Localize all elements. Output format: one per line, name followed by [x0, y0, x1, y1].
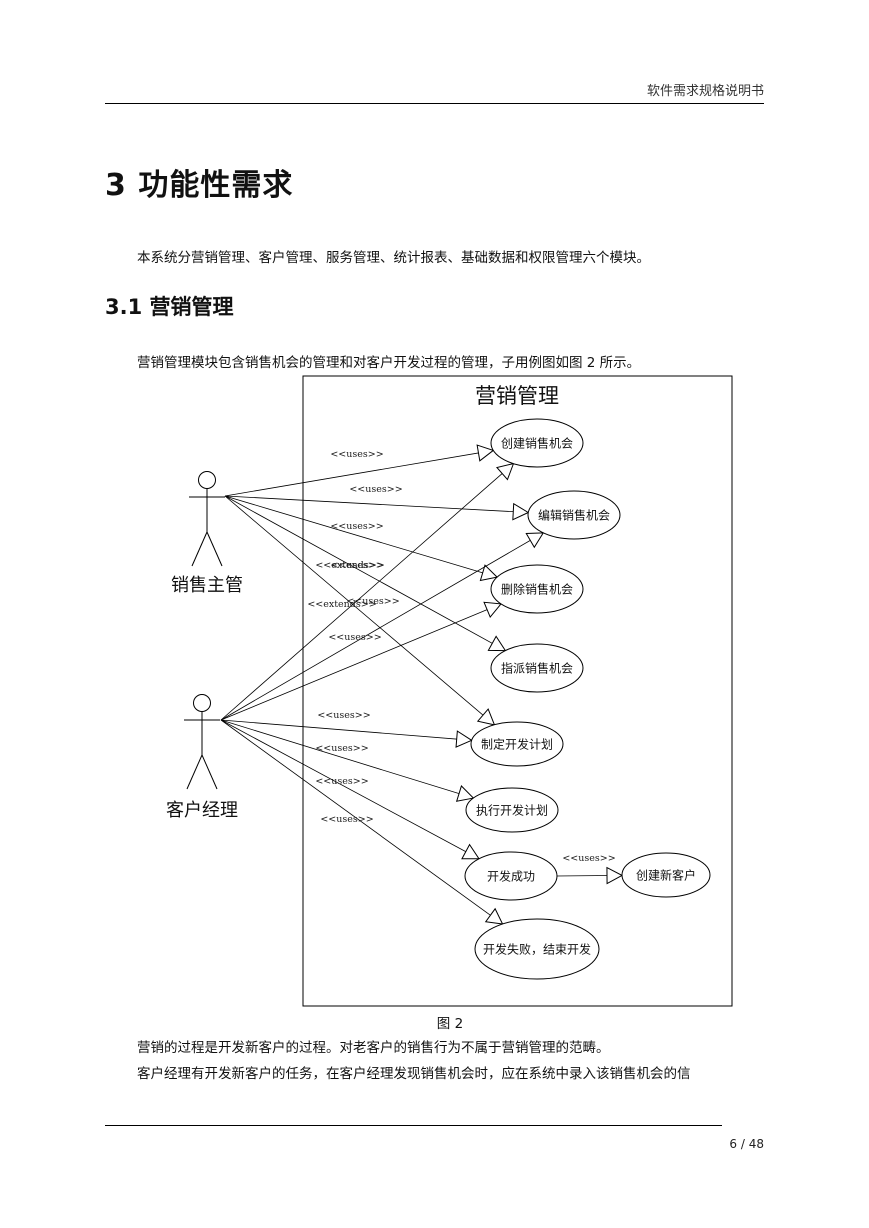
- use-case-label: 创建销售机会: [501, 436, 573, 451]
- use-case-uc2: 编辑销售机会: [527, 490, 621, 540]
- actor-sales_supervisor: 销售主管: [171, 471, 243, 596]
- relation-label-10: <<uses>>: [315, 776, 368, 787]
- use-case-ellipse: [527, 490, 621, 540]
- use-case-label: 删除销售机会: [501, 582, 573, 597]
- use-case-uc3: 删除销售机会: [490, 564, 584, 614]
- relation-arrowhead-11: [484, 907, 504, 925]
- use-case-ellipse: [490, 564, 584, 614]
- footer-divider: [105, 1125, 722, 1126]
- relation-arrowhead-9: [455, 785, 475, 802]
- intro-paragraph: 本系统分营销管理、客户管理、服务管理、统计报表、基础数据和权限管理六个模块。: [137, 250, 650, 266]
- use-case-uc4: 指派销售机会: [490, 643, 584, 693]
- relations-layer: <<uses>> <<uses>> <<uses>> <<uses>> <<uses>>…: [220, 444, 624, 925]
- relation-arrowhead-7: [483, 601, 502, 619]
- actor-left-leg: [191, 531, 208, 567]
- relation-label-7: <<uses>>: [328, 632, 381, 643]
- relation-arrowhead-4: [476, 708, 496, 726]
- use-case-ellipse: [490, 643, 584, 693]
- page-number: 6 / 48: [729, 1137, 764, 1151]
- actor-head-icon: [198, 471, 216, 489]
- header-title: 软件需求规格说明书: [646, 84, 764, 99]
- use-case-uc8: 开发失败，结束开发: [474, 918, 600, 980]
- use-case-uc7: 开发成功: [464, 851, 558, 901]
- relation-label-5: <<extends>>: [315, 560, 384, 571]
- use-case-label: 开发成功: [487, 869, 535, 884]
- relation-arrowhead-1: [512, 502, 530, 521]
- system-boundary-box: [302, 375, 733, 1007]
- relation-line-3: [224, 495, 506, 651]
- relation-label-9: <<uses>>: [315, 743, 368, 754]
- section-title: 3.1 营销管理: [105, 295, 234, 319]
- use-case-uc6: 执行开发计划: [465, 787, 559, 833]
- use-case-ellipse: [474, 918, 600, 980]
- relation-label-4: <<uses>>: [346, 596, 399, 607]
- section-paragraph: 营销管理模块包含销售机会的管理和对客户开发过程的管理，子用例图如图 2 所示。: [137, 355, 641, 371]
- figure-caption: 图 2: [436, 1016, 464, 1032]
- relation-line-7: [220, 603, 502, 721]
- use-case-ellipse: [470, 721, 564, 767]
- use-case-ellipse: [621, 852, 711, 898]
- relation-line-0: [224, 450, 494, 497]
- relation-label-1: <<uses>>: [349, 484, 402, 495]
- actor-head-icon: [193, 694, 211, 712]
- system-boundary-label: 营销管理: [475, 384, 559, 408]
- use-case-label: 编辑销售机会: [538, 508, 610, 523]
- body-paragraph-2: 客户经理有开发新客户的任务，在客户经理发现销售机会时，应在系统中录入该销售机会的…: [137, 1066, 691, 1082]
- actor-label: 客户经理: [166, 800, 238, 821]
- relation-line-11: [220, 719, 503, 925]
- use-case-uc1: 创建销售机会: [490, 418, 584, 468]
- use-case-uc9: 创建新客户: [621, 852, 711, 898]
- use-case-label: 创建新客户: [636, 868, 696, 883]
- use-case-uc5: 制定开发计划: [470, 721, 564, 767]
- use-case-ellipse: [465, 787, 559, 833]
- relation-label-2: <<uses>>: [330, 521, 383, 532]
- relation-label-0: <<uses>>: [330, 449, 383, 460]
- relation-arrowhead-10: [461, 843, 480, 860]
- relation-line-2: [224, 495, 498, 578]
- chapter-title: 3 功能性需求: [105, 168, 294, 203]
- actor-right-leg: [206, 531, 223, 567]
- relation-line-9: [220, 719, 474, 799]
- relation-arrowhead-3: [487, 635, 507, 652]
- body-paragraph-1: 营销的过程是开发新客户的过程。对老客户的销售行为不属于营销管理的范畴。: [137, 1040, 610, 1056]
- actor-label: 销售主管: [171, 575, 243, 596]
- relation-arrowhead-2: [479, 564, 499, 582]
- use-case-label: 执行开发计划: [476, 803, 548, 818]
- use-case-ellipse: [490, 418, 584, 468]
- relation-arrowhead-0: [476, 444, 495, 462]
- relation-line-8: [220, 719, 472, 741]
- relation-label-11: <<uses>>: [320, 814, 373, 825]
- use-case-label: 指派销售机会: [501, 661, 573, 676]
- actor-account_manager: 客户经理: [166, 694, 238, 821]
- relation-line-10: [220, 719, 480, 860]
- use-case-ellipse: [464, 851, 558, 901]
- relation-line-6: [220, 532, 544, 721]
- use-case-label: 开发失败，结束开发: [483, 942, 591, 957]
- relation-label-8: <<uses>>: [317, 710, 370, 721]
- relation-line-4: [224, 495, 495, 726]
- relation-line-1: [224, 495, 529, 513]
- relation-label-6: <<extends>>: [307, 599, 376, 610]
- relation-arrowhead-5: [495, 462, 515, 481]
- relation-line-5: [220, 463, 514, 721]
- header-divider: [105, 103, 764, 104]
- actor-right-leg: [201, 754, 218, 790]
- relation-arrowhead-8: [455, 730, 473, 748]
- use-case-label: 制定开发计划: [481, 737, 553, 752]
- relation-label-12: <<uses>>: [562, 853, 615, 864]
- relation-arrowhead-6: [525, 532, 545, 549]
- relation-label-3: <<uses>>: [330, 560, 383, 571]
- actor-left-leg: [186, 754, 203, 790]
- relation-arrowhead-12: [606, 866, 624, 885]
